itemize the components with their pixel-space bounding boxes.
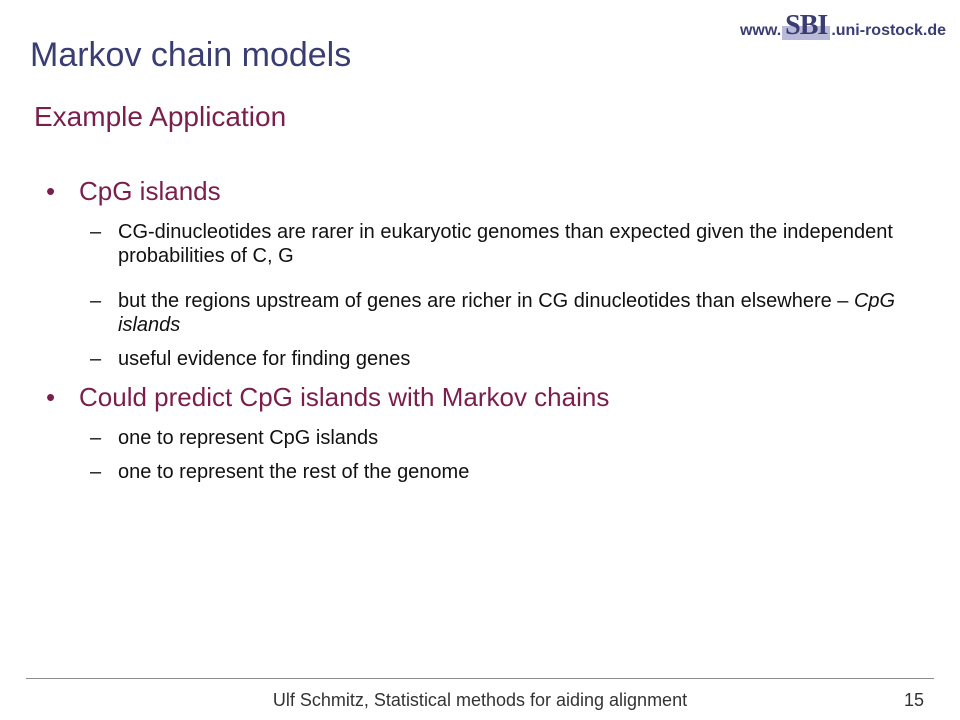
bullet-dot: •	[46, 382, 56, 412]
logo-prefix: www.	[739, 22, 782, 39]
page-number: 15	[903, 690, 924, 710]
sub-bullet-text-body: one to represent CpG islands	[118, 427, 379, 449]
slide-subtitle: Example Application	[34, 101, 287, 132]
sub-bullet-dash: –	[90, 427, 102, 449]
logo: www. SBI .uni-rostock.de	[740, 8, 946, 42]
sub-bullet-text-body: one to represent the rest of the genome	[118, 461, 470, 483]
sub-bullet-text-body: but the regions upstream of genes are ri…	[118, 290, 854, 312]
sub-bullet-dash: –	[90, 461, 102, 483]
footer-divider	[26, 678, 934, 679]
footer-text: Ulf Schmitz, Statistical methods for aid…	[272, 690, 688, 710]
bullet-dot: •	[46, 176, 56, 206]
sub-bullet-text: one to represent CpG islands	[118, 426, 918, 450]
sub-bullet-text-body: useful evidence for finding genes	[118, 348, 411, 370]
bullet-text: Could predict CpG islands with Markov ch…	[79, 382, 610, 412]
sbi-logo-mark: SBI	[782, 8, 831, 42]
sub-bullet-dash: –	[90, 221, 102, 243]
sub-bullet-dash: –	[90, 290, 102, 312]
bullet-text: CpG islands	[79, 176, 221, 206]
sub-bullet-text: but the regions upstream of genes are ri…	[118, 289, 918, 337]
sub-bullet-text: useful evidence for finding genes	[118, 347, 918, 371]
logo-mark-text: SBI	[785, 10, 828, 41]
slide-title: Markov chain models	[30, 36, 352, 74]
sub-bullet-dash: –	[90, 348, 102, 370]
sub-bullet-text: CG-dinucleotides are rarer in eukaryotic…	[118, 220, 918, 268]
sub-bullet-text-body: CG-dinucleotides are rarer in eukaryotic…	[118, 221, 893, 267]
sub-bullet-italic: CpG islands	[118, 290, 896, 336]
logo-highlight-box	[782, 26, 831, 40]
logo-suffix: .uni-rostock.de	[831, 22, 946, 39]
sub-bullet-text: one to represent the rest of the genome	[118, 460, 918, 484]
